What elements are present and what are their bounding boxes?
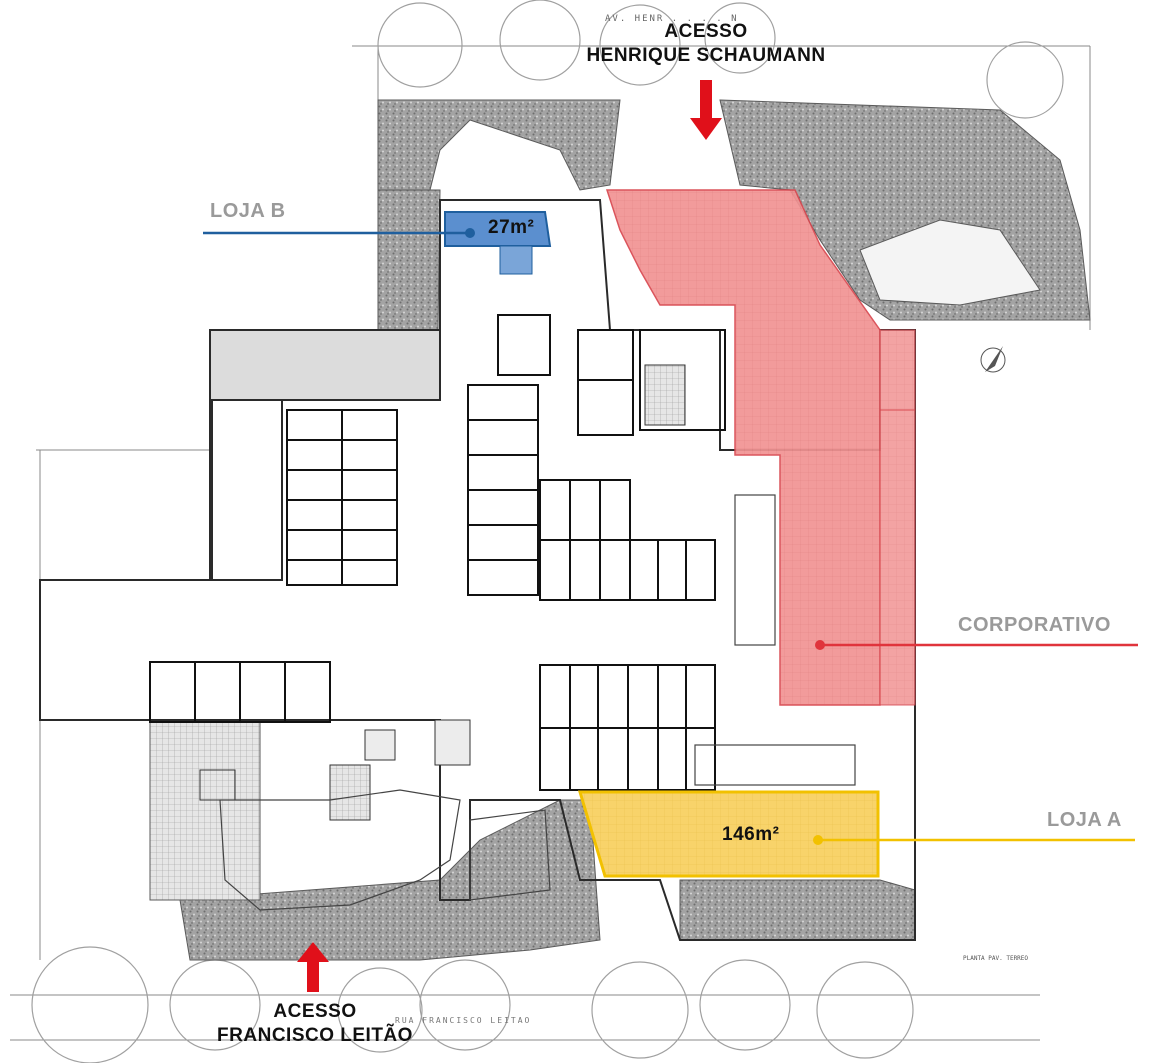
access-north-line2: HENRIQUE SCHAUMANN bbox=[586, 45, 826, 66]
access-arrow-south bbox=[297, 942, 329, 992]
street-north-text: AV. HENR . . . . N bbox=[605, 14, 739, 24]
building-outline bbox=[39, 199, 916, 941]
access-north-label: ACESSO HENRIQUE SCHAUMANN bbox=[566, 20, 846, 68]
access-south-line2: FRANCISCO LEITÃO bbox=[217, 1025, 413, 1046]
street-south-text: RUA FRANCISCO LEITAO bbox=[395, 1016, 531, 1025]
loja-b-area-label: 27m² bbox=[488, 217, 535, 238]
corporativo-area bbox=[605, 189, 916, 706]
access-south-line1: ACESSO bbox=[273, 1001, 357, 1022]
parking-stalls bbox=[149, 314, 726, 791]
plan-title-text: PLANTA PAV. TERREO bbox=[963, 955, 1028, 962]
loja-b-label: LOJA B bbox=[210, 200, 286, 222]
loja-a-area bbox=[577, 790, 880, 878]
plaza bbox=[219, 494, 856, 911]
loja-a-area-label: 146m² bbox=[722, 824, 780, 845]
callout-lines bbox=[203, 228, 1138, 845]
landscape-areas bbox=[149, 99, 1091, 961]
loja-a-label: LOJA A bbox=[1047, 809, 1122, 831]
corporativo-label: CORPORATIVO bbox=[958, 614, 1111, 636]
stairs bbox=[199, 364, 686, 821]
access-arrow-north bbox=[690, 80, 722, 140]
access-south-label: ACESSO FRANCISCO LEITÃO bbox=[195, 1000, 435, 1048]
street-trees bbox=[31, 0, 1064, 1063]
north-arrow-icon bbox=[980, 346, 1006, 373]
access-north-line1: ACESSO bbox=[664, 21, 748, 42]
